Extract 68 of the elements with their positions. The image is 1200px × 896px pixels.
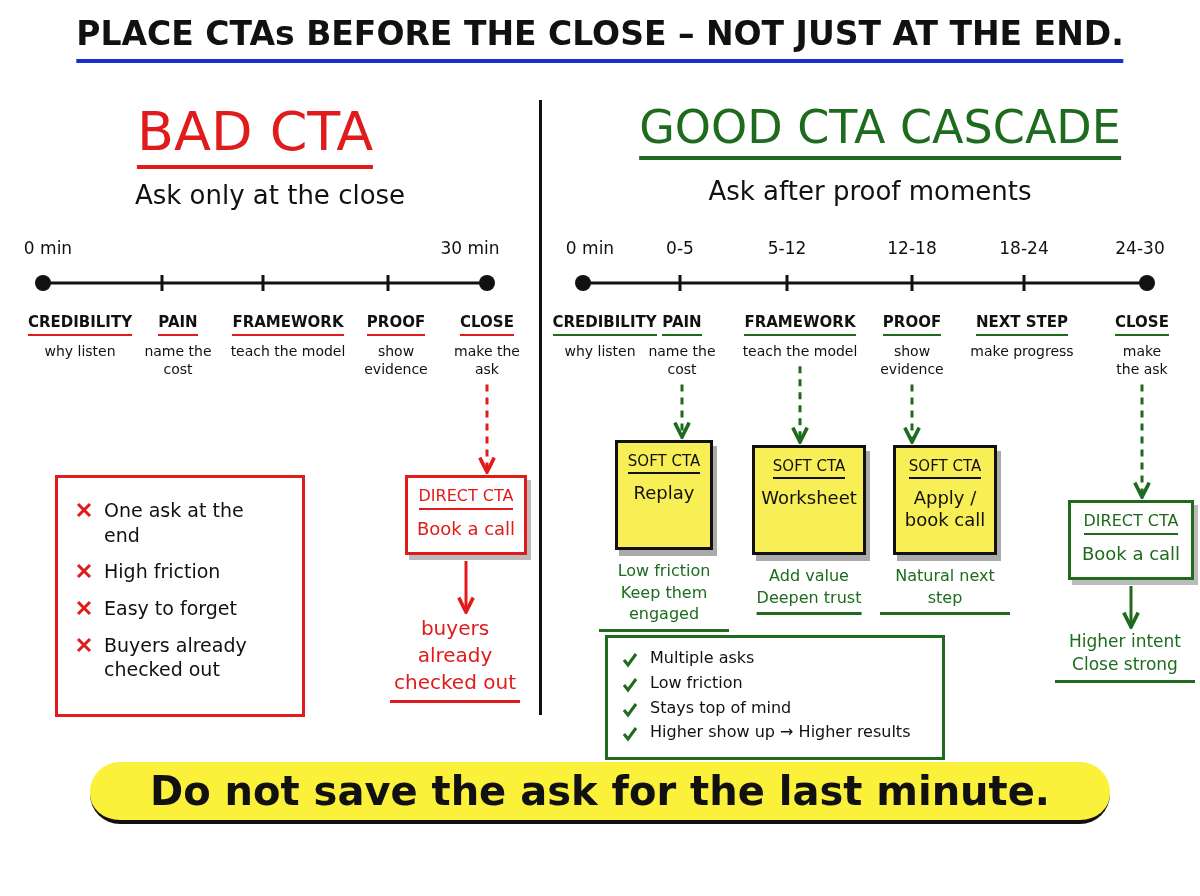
stage-title: FRAMEWORK (744, 313, 856, 336)
stage-title: CREDIBILITY (27, 313, 133, 336)
stage-title: PROOF (366, 313, 426, 336)
list-item: Buyers already checked out (104, 632, 248, 683)
note-title: SOFT CTA (908, 457, 982, 479)
note-body: Apply / book call (903, 487, 987, 531)
stage-description: make progress (969, 342, 1075, 361)
outcome-text: Higher intent Close strong (1055, 630, 1195, 683)
stage-title: NEXT STEP (975, 313, 1069, 336)
stage-description: make the ask (1115, 342, 1169, 379)
note-caption: Natural next step (880, 565, 1010, 616)
time-label: 24-30 (1115, 238, 1165, 258)
title-heading: PLACE CTAs BEFORE THE CLOSE – NOT JUST AT THE END. (76, 14, 1124, 63)
list-item: Higher show up → Higher results (650, 722, 911, 744)
highlight-banner: Do not save the ask for the last minute. (89, 762, 1111, 824)
subheading: Ask only at the close (134, 180, 406, 210)
dashed-arrow (1133, 384, 1151, 499)
section-heading: BAD CTA (136, 100, 374, 169)
note-title: SOFT CTA (772, 457, 846, 479)
stage-title: PAIN (158, 313, 198, 336)
arrow (1122, 586, 1140, 629)
time-label: 12-18 (887, 238, 937, 258)
note-caption: Add value Deepen trust (756, 565, 862, 616)
stage-description: why listen (43, 342, 117, 361)
stage-description: why listen (563, 342, 637, 361)
dashed-arrow (478, 384, 496, 474)
time-label: 5-12 (767, 238, 807, 258)
stage-description: teach the model (229, 342, 347, 361)
subheading: Ask after proof moments (708, 176, 1032, 206)
list-item: One ask at the end (104, 498, 245, 548)
note-body: Worksheet (760, 487, 858, 509)
stage-title: FRAMEWORK (232, 313, 344, 336)
note-body: Replay (632, 482, 696, 504)
list-item: High friction (104, 559, 221, 585)
stage-description: make the ask (453, 342, 521, 379)
dashed-arrow (673, 384, 691, 439)
stage-description: name the cost (143, 342, 213, 379)
section-heading: GOOD CTA CASCADE (639, 100, 1121, 160)
card-body: Book a call (415, 518, 517, 539)
time-label: 30 min (440, 238, 500, 258)
stage-description: show evidence (363, 342, 429, 379)
card-body: Book a call (1080, 543, 1182, 564)
stage-title: CREDIBILITY (552, 313, 657, 336)
stage-title: CLOSE (460, 313, 514, 336)
card-title: DIRECT CTA (1083, 511, 1179, 535)
dashed-arrow (903, 384, 921, 444)
stage-description: teach the model (741, 342, 859, 361)
time-label: 18-24 (999, 238, 1049, 258)
time-label: 0-5 (666, 238, 694, 258)
stage-title: PAIN (662, 313, 702, 336)
list-item: Multiple asks (650, 648, 755, 669)
note-title: SOFT CTA (627, 452, 701, 474)
arrow (457, 561, 475, 614)
note-caption: Low friction Keep them engaged (599, 560, 729, 632)
checklist-box (55, 475, 305, 718)
list-item: Easy to forget (104, 596, 237, 621)
dashed-arrow (791, 366, 809, 444)
list-item: Low friction (650, 672, 743, 694)
stage-description: show evidence (879, 342, 945, 379)
time-label: 0 min (565, 238, 615, 258)
stage-title: PROOF (882, 313, 942, 336)
list-item: Stays top of mind (650, 697, 792, 719)
time-label: 0 min (23, 238, 73, 258)
card-title: DIRECT CTA (418, 486, 514, 510)
checklist-box (605, 635, 945, 761)
outcome-text: buyers already checked out (390, 615, 520, 703)
stage-description: name the cost (647, 342, 717, 379)
stage-title: CLOSE (1115, 313, 1169, 336)
